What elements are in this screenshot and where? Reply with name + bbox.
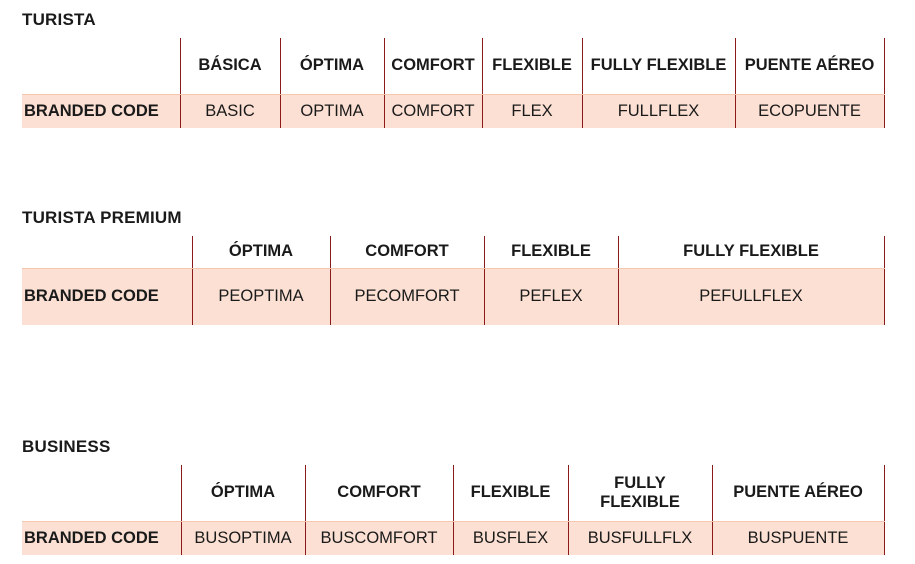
section-title-turista-premium: TURISTA PREMIUM (22, 208, 182, 227)
cell-code-buscomfort: BUSCOMFORT (304, 521, 454, 555)
table-header-row: ÓPTIMA COMFORT FLEXIBLE FULLY FLEXIBLE (22, 236, 885, 269)
header-spacer-cell (22, 465, 182, 522)
cell-code-flex: FLEX (481, 94, 583, 128)
column-header-comfort: COMFORT (304, 465, 454, 522)
column-header-flexible: FLEXIBLE (481, 38, 583, 95)
table-turista: BÁSICA ÓPTIMA COMFORT FLEXIBLE FULLY FLE… (22, 38, 885, 128)
cell-code-busflex: BUSFLEX (452, 521, 569, 555)
cell-code-pefullflex: PEFULLFLEX (617, 268, 885, 325)
cell-code-peflex: PEFLEX (483, 268, 619, 325)
column-header-fully-flexible: FULLY FLEXIBLE (617, 236, 885, 269)
column-header-optima: ÓPTIMA (191, 236, 331, 269)
column-header-optima: ÓPTIMA (180, 465, 306, 522)
row-label-branded-code: BRANDED CODE (22, 521, 182, 555)
table-turista-premium: ÓPTIMA COMFORT FLEXIBLE FULLY FLEXIBLE B… (22, 236, 885, 325)
cell-code-buspuente: BUSPUENTE (711, 521, 885, 555)
header-spacer-cell (22, 236, 193, 269)
cell-code-basic: BASIC (179, 94, 281, 128)
cell-code-comfort: COMFORT (383, 94, 483, 128)
column-header-puente-aereo: PUENTE AÉREO (711, 465, 885, 522)
cell-code-optima: OPTIMA (279, 94, 385, 128)
table-row: BRANDED CODE PEOPTIMA PECOMFORT PEFLEX P… (22, 268, 885, 325)
table-header-row: BÁSICA ÓPTIMA COMFORT FLEXIBLE FULLY FLE… (22, 38, 885, 95)
column-header-puente-aereo: PUENTE AÉREO (734, 38, 885, 95)
column-header-flexible: FLEXIBLE (452, 465, 569, 522)
column-header-optima: ÓPTIMA (279, 38, 385, 95)
column-header-comfort: COMFORT (329, 236, 485, 269)
column-header-basica: BÁSICA (179, 38, 281, 95)
column-header-flexible: FLEXIBLE (483, 236, 619, 269)
column-header-comfort: COMFORT (383, 38, 483, 95)
cell-code-ecopuente: ECOPUENTE (734, 94, 885, 128)
table-row: BRANDED CODE BASIC OPTIMA COMFORT FLEX F… (22, 94, 885, 128)
row-label-branded-code: BRANDED CODE (22, 94, 181, 128)
column-header-fully-flexible: FULLY FLEXIBLE (581, 38, 736, 95)
cell-code-pecomfort: PECOMFORT (329, 268, 485, 325)
section-title-business: BUSINESS (22, 437, 111, 456)
column-header-fully-flexible: FULLY FLEXIBLE (567, 465, 713, 522)
table-business: ÓPTIMA COMFORT FLEXIBLE FULLY FLEXIBLE P… (22, 465, 885, 555)
table-header-row: ÓPTIMA COMFORT FLEXIBLE FULLY FLEXIBLE P… (22, 465, 885, 522)
cell-code-peoptima: PEOPTIMA (191, 268, 331, 325)
row-label-branded-code: BRANDED CODE (22, 268, 193, 325)
cell-code-fullflex: FULLFLEX (581, 94, 736, 128)
cell-code-busoptima: BUSOPTIMA (180, 521, 306, 555)
table-row: BRANDED CODE BUSOPTIMA BUSCOMFORT BUSFLE… (22, 521, 885, 555)
section-title-turista: TURISTA (22, 10, 96, 29)
cell-code-busfullflx: BUSFULLFLX (567, 521, 713, 555)
header-spacer-cell (22, 38, 181, 95)
